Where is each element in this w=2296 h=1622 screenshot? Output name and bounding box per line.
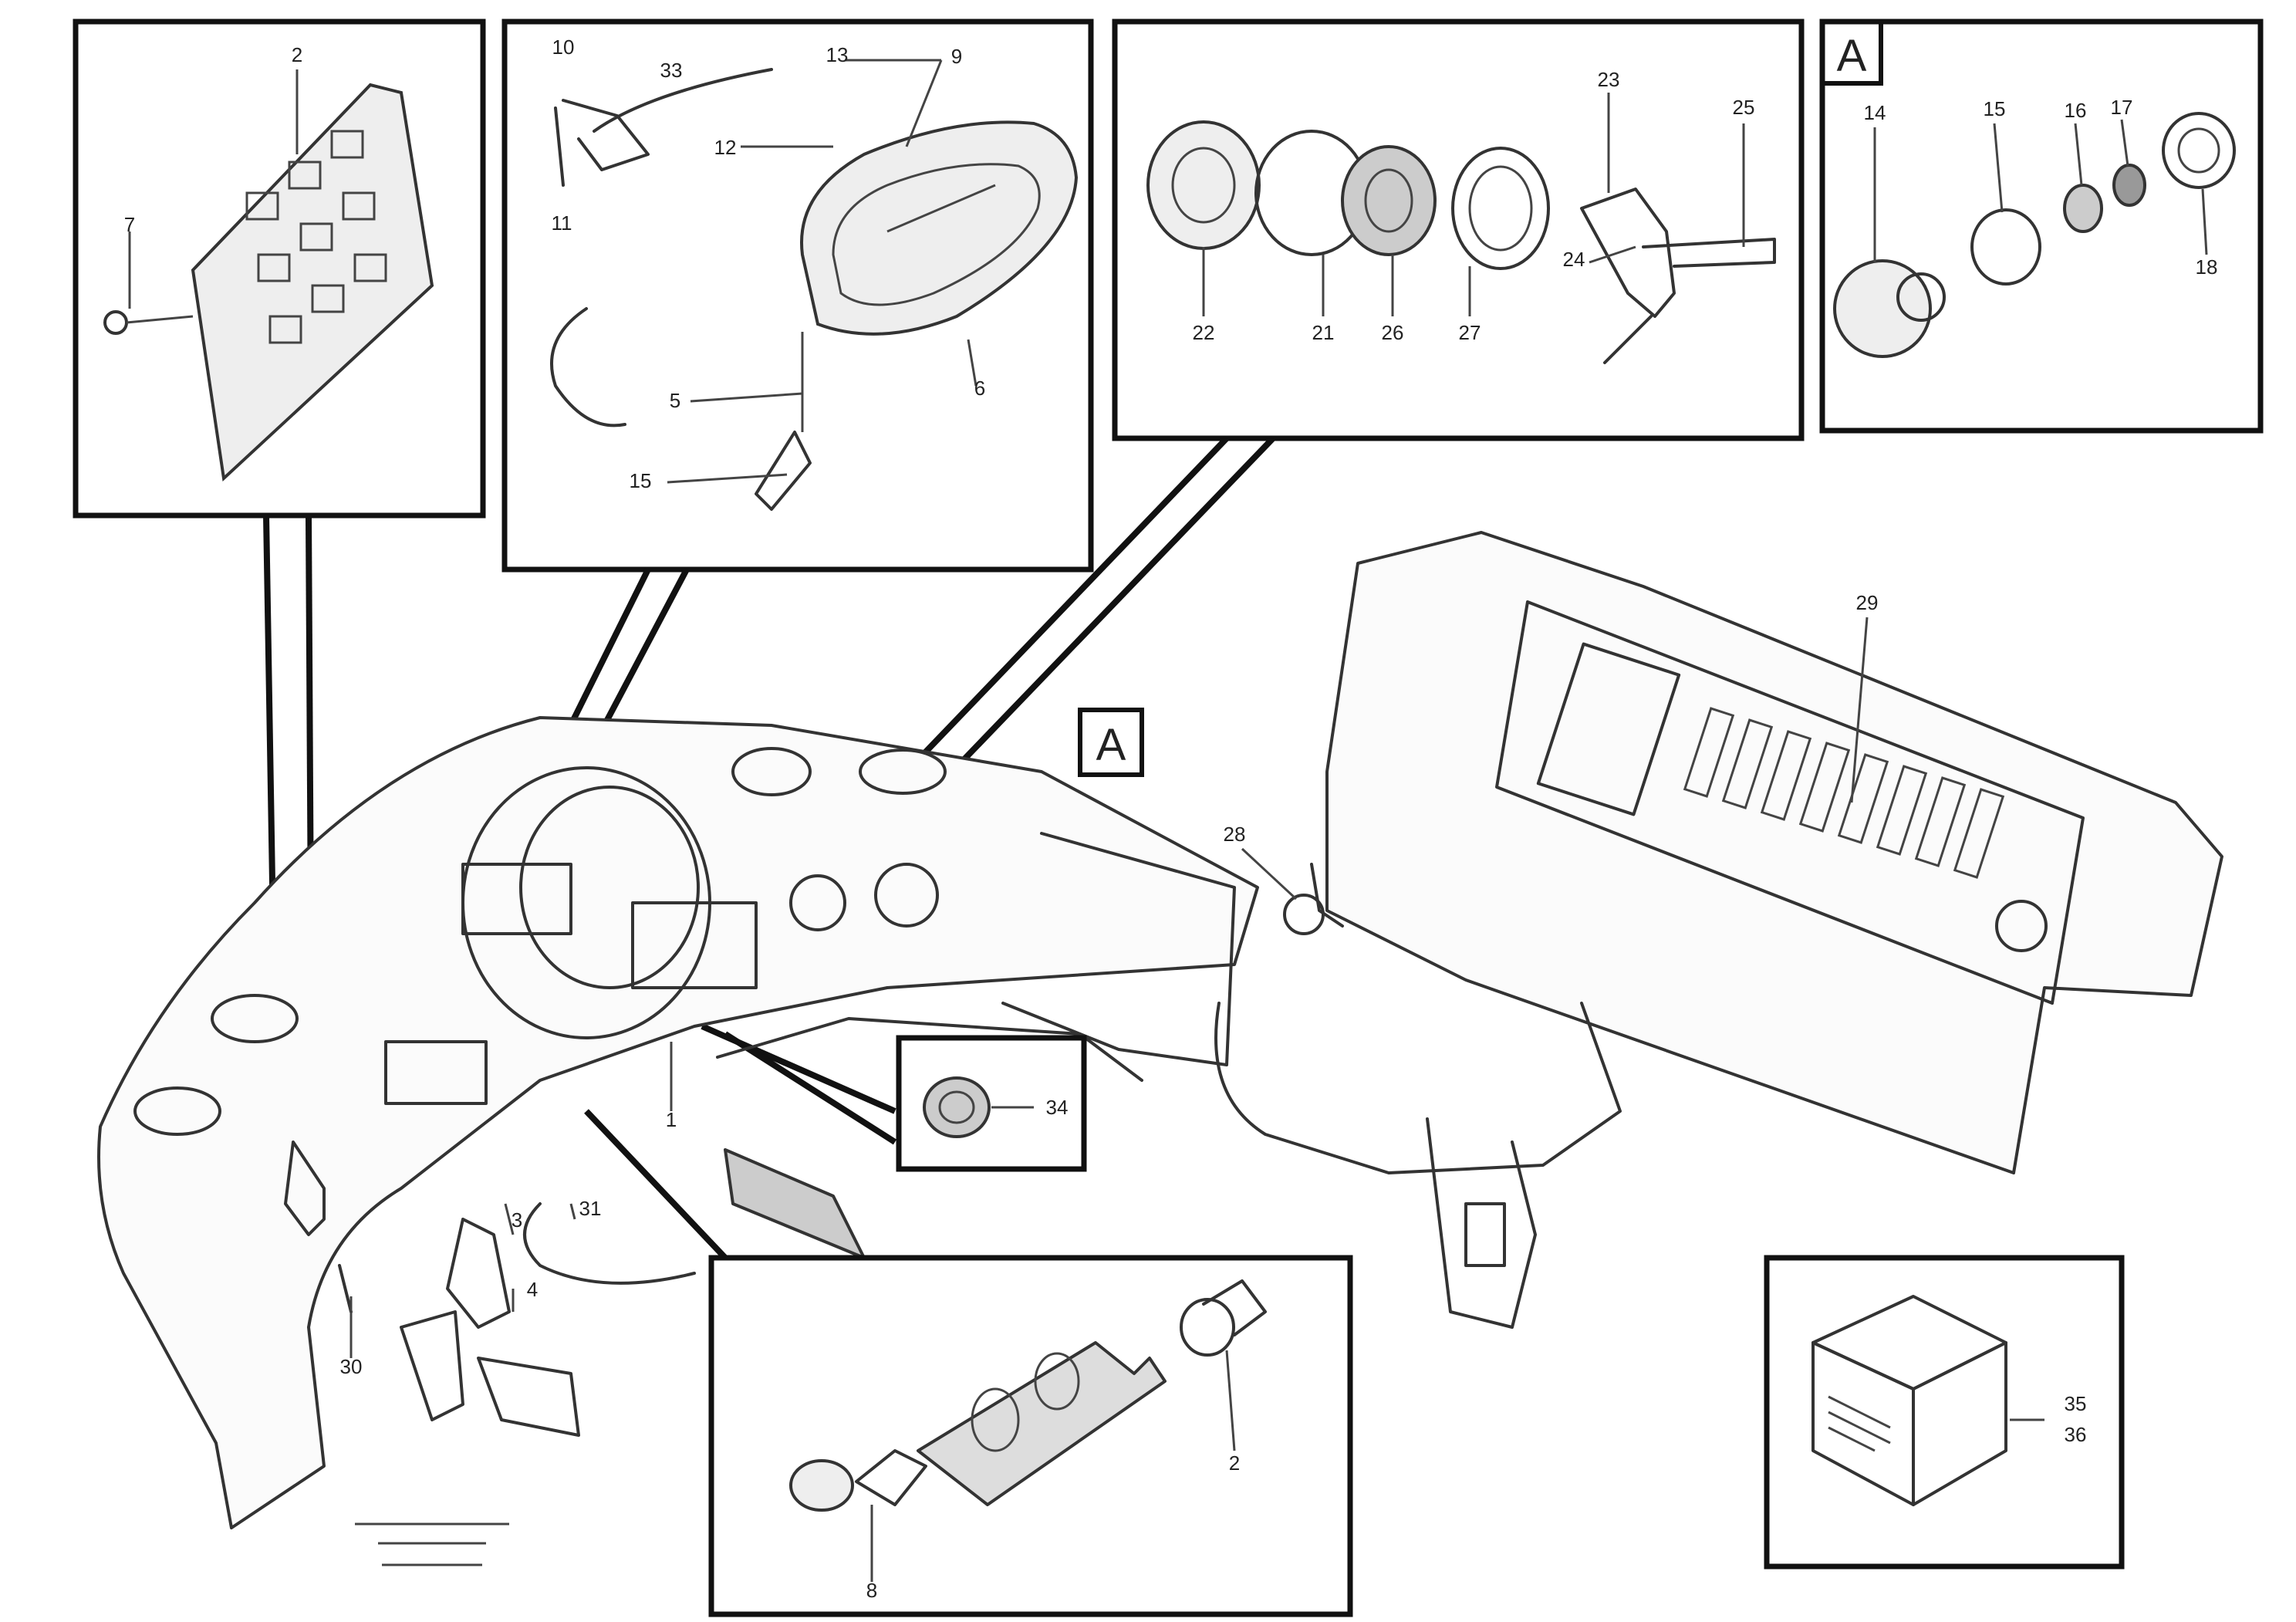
detail-panel-part-34: 34 bbox=[896, 1035, 1087, 1172]
view-a-label: A bbox=[1837, 31, 1867, 81]
part-label: 26 bbox=[1382, 321, 1404, 344]
part-label: 11 bbox=[552, 211, 572, 235]
part-label: 31 bbox=[579, 1197, 602, 1220]
drawing-identification bbox=[355, 1522, 509, 1566]
part-label: 4 bbox=[527, 1278, 538, 1301]
part-label: 21 bbox=[1312, 321, 1335, 344]
part-label: 7 bbox=[124, 213, 135, 236]
part-label: 6 bbox=[974, 377, 985, 400]
part-label: 15 bbox=[1984, 97, 2006, 120]
part-label: 30 bbox=[340, 1355, 363, 1378]
part-label: 1 bbox=[666, 1108, 677, 1131]
part-label: 8 bbox=[866, 1579, 877, 1602]
detail-panel-view-a: A 14 15 16 17 18 bbox=[1819, 19, 2264, 434]
detail-panel-instrument-cluster: 10 33 13 9 12 11 5 6 15 bbox=[501, 19, 1094, 573]
part-label: 23 bbox=[1598, 68, 1620, 91]
part-label: 24 bbox=[1563, 248, 1585, 271]
view-a-marker-label: A bbox=[1096, 720, 1126, 770]
part-label: 15 bbox=[630, 469, 652, 492]
detail-panel-switch-plate: 2 7 bbox=[73, 19, 486, 519]
part-label: 27 bbox=[1459, 321, 1481, 344]
part-label: 16 bbox=[2065, 99, 2087, 122]
part-label: 5 bbox=[670, 389, 680, 412]
part-label: 10 bbox=[552, 35, 575, 59]
part-label: 18 bbox=[2196, 255, 2218, 279]
side-console: 29 28 bbox=[1214, 531, 2223, 1329]
detail-panel-gauge-assembly: 23 25 24 22 21 26 27 bbox=[1112, 19, 1805, 441]
part-label: 29 bbox=[1856, 591, 1879, 614]
part-label: 33 bbox=[660, 59, 683, 82]
part-label: 36 bbox=[2065, 1423, 2087, 1446]
main-dashboard: 1 3 4 30 31 A bbox=[97, 708, 1259, 1529]
part-label: 17 bbox=[2111, 96, 2133, 119]
detail-panel-kit-box: 35 36 bbox=[1764, 1255, 2125, 1570]
part-label: 35 bbox=[2065, 1392, 2087, 1415]
part-label: 22 bbox=[1193, 321, 1215, 344]
detail-panel-lamp-assembly: 8 2 bbox=[708, 1255, 1353, 1617]
part-label: 34 bbox=[1046, 1096, 1069, 1119]
part-label: 2 bbox=[1229, 1451, 1240, 1475]
part-label: 9 bbox=[951, 45, 962, 68]
part-label: 28 bbox=[1224, 823, 1246, 846]
part-label: 13 bbox=[826, 43, 849, 66]
part-label: 3 bbox=[512, 1208, 522, 1232]
part-label: 14 bbox=[1864, 101, 1886, 124]
part-label: 25 bbox=[1733, 96, 1755, 119]
part-label: 2 bbox=[292, 43, 302, 66]
part-label: 12 bbox=[714, 136, 737, 159]
